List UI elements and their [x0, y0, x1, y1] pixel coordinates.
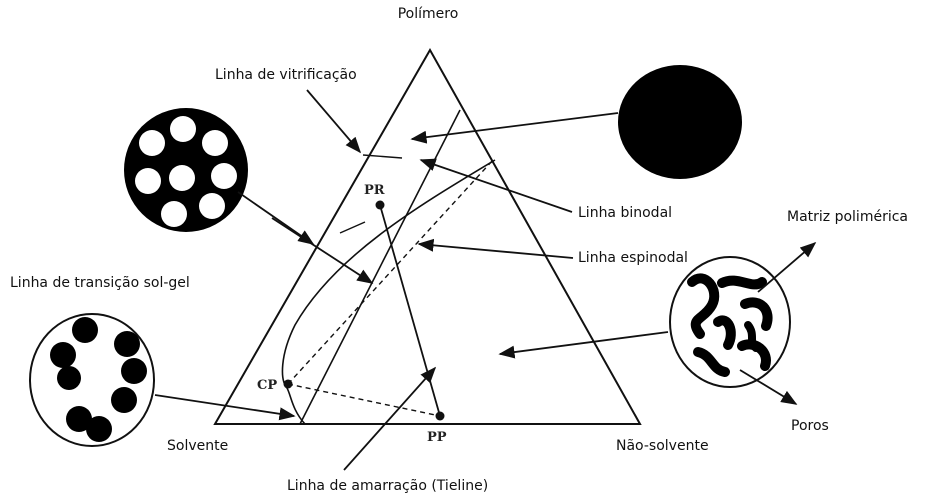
arrow-dense-morphology — [412, 113, 618, 139]
arrow-bicontinuous — [500, 332, 668, 354]
cellular-pores-morphology-icon — [124, 108, 248, 232]
vitrification-line — [300, 110, 460, 424]
arrow-matrix — [758, 243, 815, 292]
matrix-label: Matriz polimérica — [787, 209, 908, 225]
vertex-polymer-label: Polímero — [398, 6, 459, 22]
tieline-label: Linha de amarração (Tieline) — [287, 478, 488, 494]
point-pr — [376, 201, 385, 210]
spinodal-line — [288, 160, 493, 384]
vitrification-line-label: Linha de vitrificação — [215, 67, 357, 83]
arrow-nodular — [155, 395, 294, 416]
arrow-sol-gel — [272, 218, 372, 283]
binodal-curve — [282, 160, 495, 424]
arrow-cellular-morphology — [238, 192, 313, 244]
vertex-solvent-label: Solvente — [167, 438, 228, 454]
vertex-nonsolvent-label: Não-solvente — [616, 438, 709, 454]
pores-label: Poros — [791, 418, 829, 434]
nodular-morphology-icon — [30, 314, 154, 446]
arrow-spinodal — [419, 244, 573, 258]
spinodal-line-label: Linha espinodal — [578, 250, 688, 266]
vitrification-tick-lower — [340, 222, 365, 233]
dense-morphology-icon — [618, 65, 742, 179]
point-cp-label: CP — [257, 378, 277, 393]
bicontinuous-morphology-icon — [670, 257, 790, 387]
ternary-triangle — [215, 50, 640, 424]
point-pp-label: PP — [427, 430, 447, 445]
sol-gel-line-label: Linha de transição sol-gel — [10, 275, 190, 291]
point-pr-label: PR — [364, 183, 385, 198]
point-pp — [436, 412, 445, 421]
arrow-pores — [740, 370, 796, 404]
arrow-vitrification — [307, 90, 360, 152]
arrow-tieline — [344, 368, 435, 470]
point-cp — [284, 380, 293, 389]
binodal-line-label: Linha binodal — [578, 205, 672, 221]
tieline — [380, 205, 440, 416]
